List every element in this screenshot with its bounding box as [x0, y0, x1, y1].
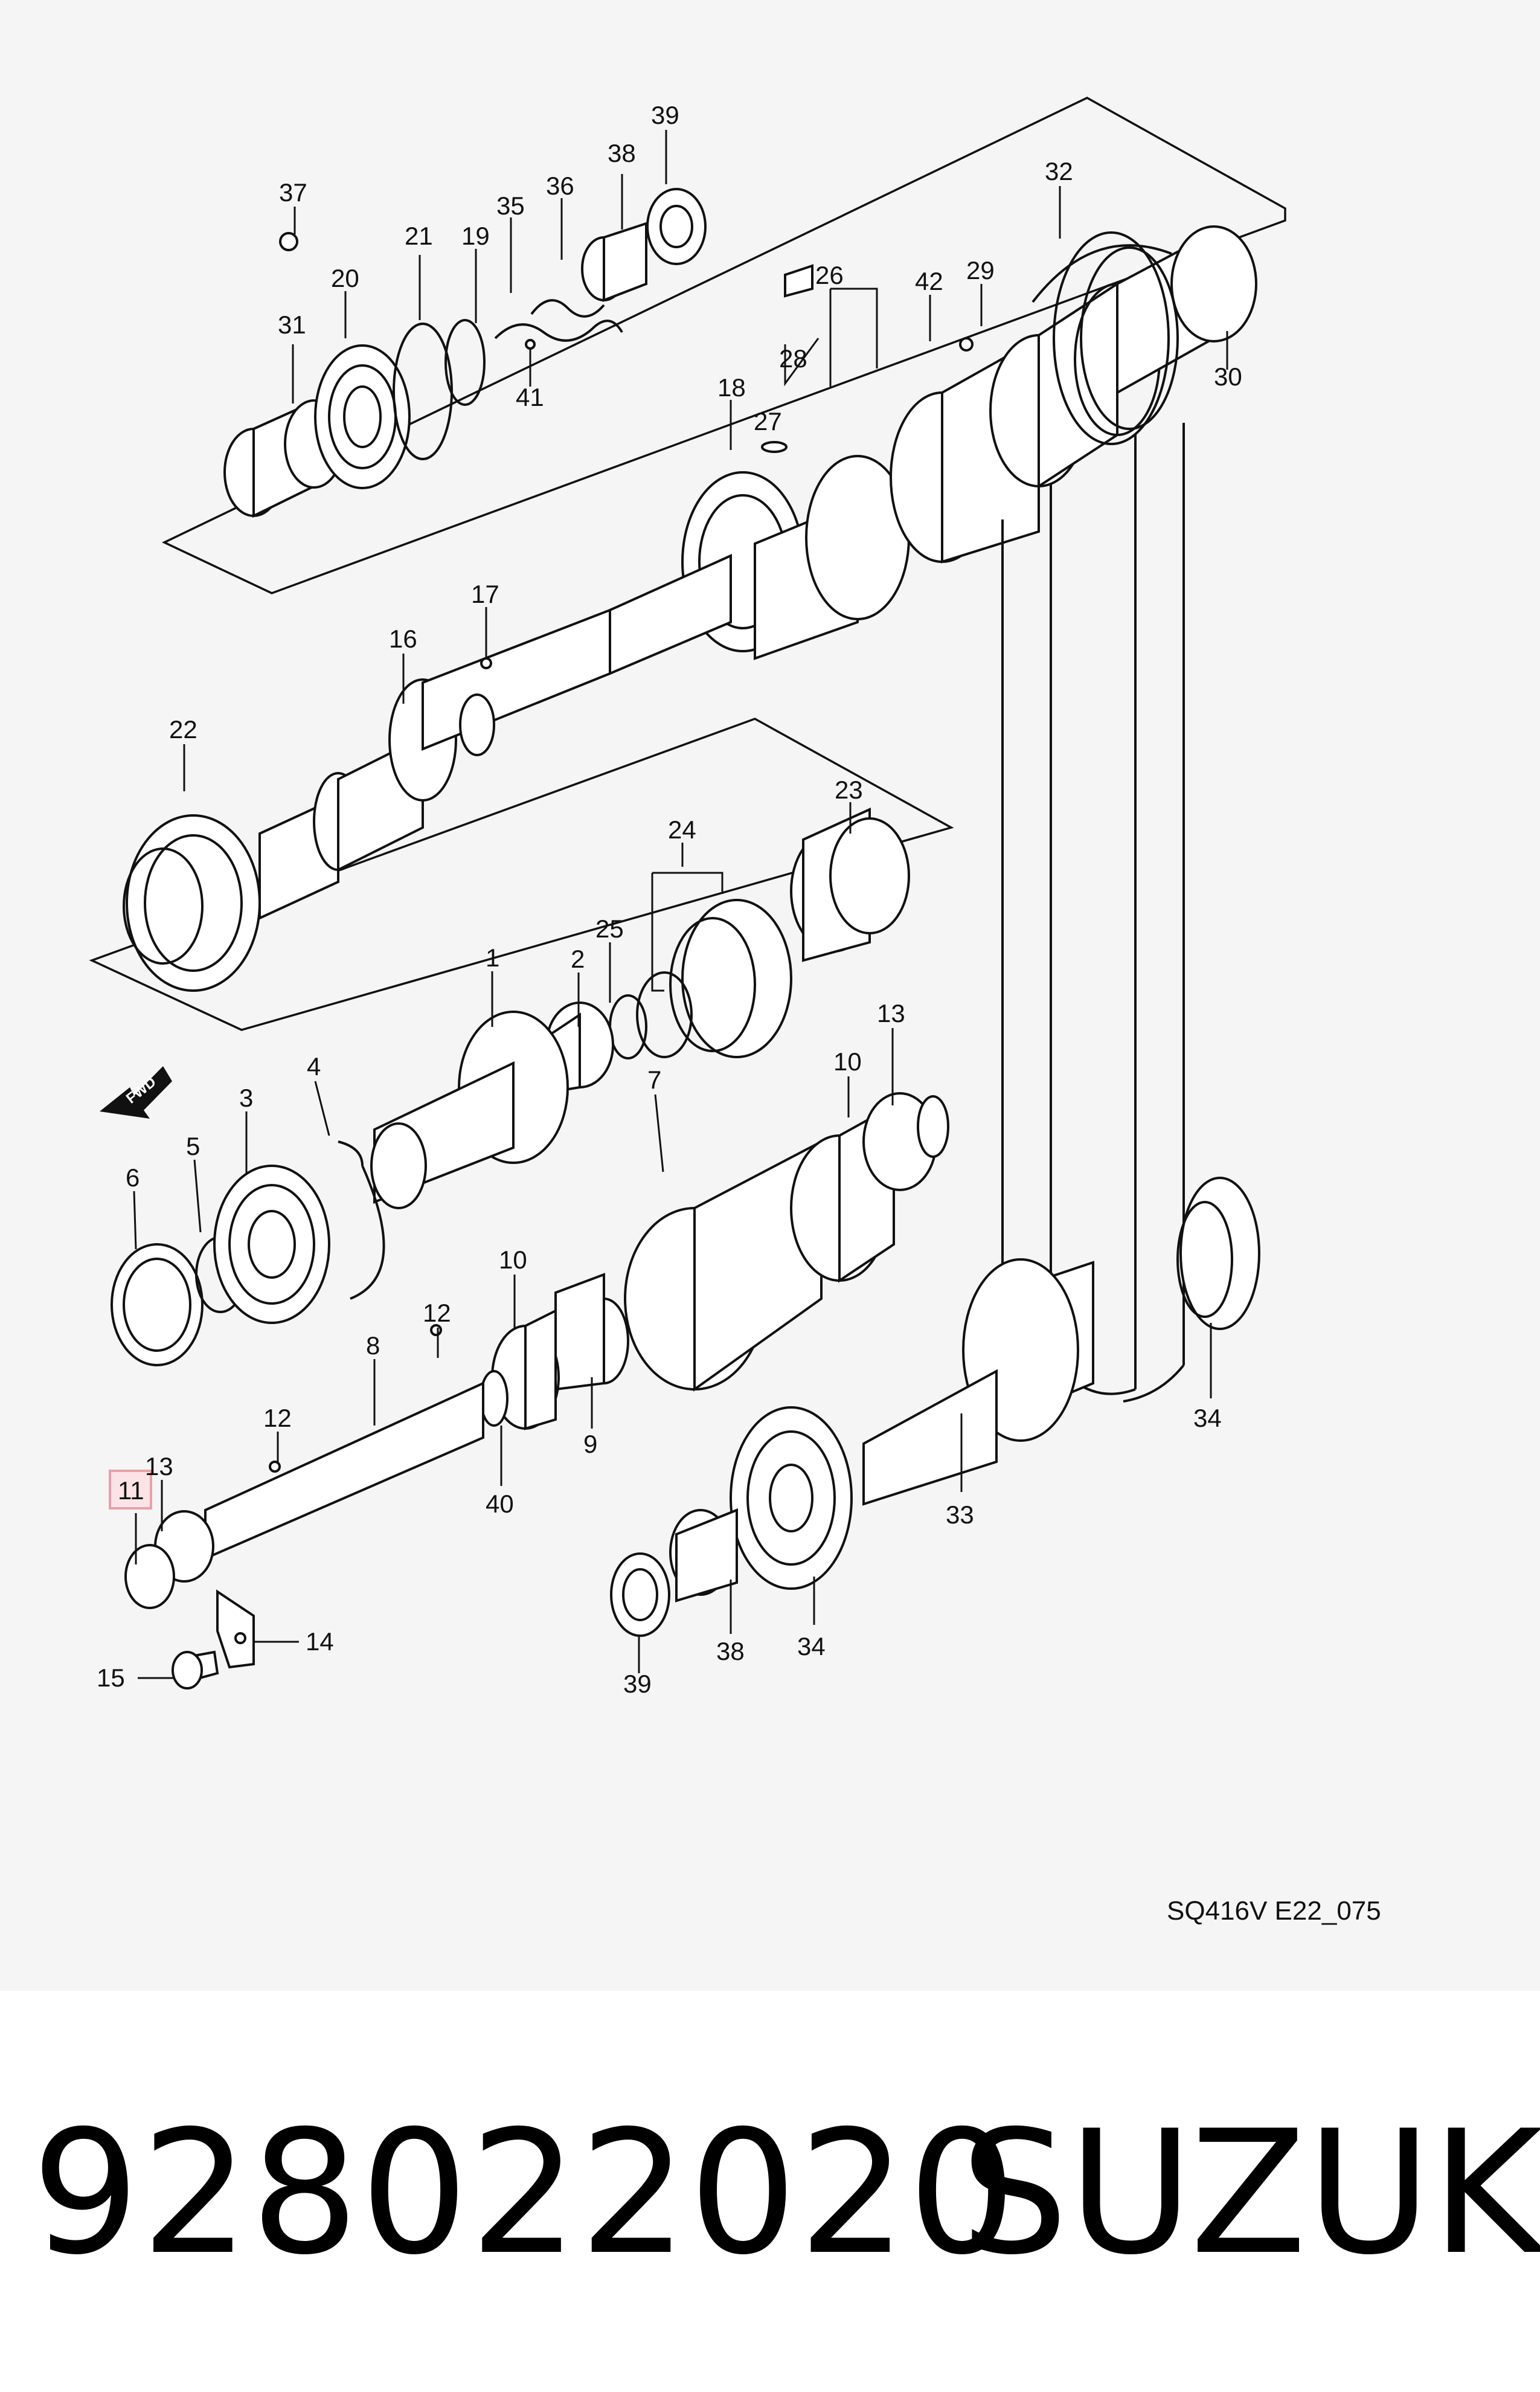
callout-38-lower: 38 [716, 1637, 745, 1665]
callout-9: 9 [583, 1430, 597, 1458]
callout-7: 7 [647, 1066, 661, 1094]
callout-36: 36 [546, 172, 574, 200]
callout-1: 1 [486, 944, 499, 972]
callout-24: 24 [668, 815, 696, 844]
drive-chain [1001, 423, 1185, 1403]
input-bearing-assembly [111, 1140, 385, 1366]
callout-27: 27 [754, 407, 782, 436]
callout-14: 14 [306, 1627, 334, 1656]
callout-10: 10 [833, 1047, 862, 1076]
callout-11: 11 [118, 1476, 144, 1505]
callout-17: 17 [471, 580, 499, 608]
callout-39: 39 [651, 101, 679, 129]
callout-29: 29 [966, 256, 995, 285]
highlight-box [109, 1470, 152, 1509]
callout-labels: 39 38 37 36 35 19 21 20 31 41 32 30 26 2… [97, 101, 1242, 1698]
drive-shaft-assembly [610, 1177, 1260, 1637]
callout-33: 33 [946, 1500, 974, 1529]
fwd-arrow-icon: FWD [100, 1066, 172, 1119]
callout-4: 4 [307, 1052, 321, 1081]
callout-23: 23 [835, 776, 863, 804]
callout-3: 3 [239, 1084, 253, 1112]
output-shaft-assembly [223, 188, 707, 518]
callout-5: 5 [186, 1132, 200, 1160]
callout-18: 18 [717, 373, 746, 402]
exploded-view-diagram: FWD [89, 97, 1381, 1926]
callout-12: 12 [423, 1299, 451, 1327]
leader-lines [133, 130, 1228, 1679]
callout-22: 22 [169, 715, 197, 744]
callout-20: 20 [331, 264, 359, 292]
callout-32: 32 [1045, 157, 1073, 185]
callout-39-lower: 39 [623, 1670, 652, 1698]
caption-area [0, 1991, 1540, 2392]
intermediate-shaft-assembly [123, 553, 732, 992]
callout-41: 41 [516, 383, 544, 411]
callout-10-lower: 10 [499, 1246, 527, 1274]
part-number: 928022020 [31, 2094, 1018, 2292]
callout-15: 15 [97, 1664, 125, 1692]
callout-30: 30 [1214, 362, 1242, 391]
callout-6: 6 [126, 1163, 140, 1192]
callout-42: 42 [915, 267, 943, 295]
callout-35: 35 [496, 191, 525, 220]
middle-group-outline [89, 718, 954, 1031]
callout-25: 25 [595, 915, 624, 943]
upper-group-outline [161, 97, 1286, 594]
callout-28: 28 [779, 344, 807, 373]
callout-16: 16 [389, 625, 417, 653]
parts-diagram-panel: FWD [89, 97, 1381, 1926]
callout-19: 19 [461, 222, 490, 250]
countershaft-assembly [124, 1092, 949, 1690]
callout-13: 13 [877, 999, 905, 1027]
callout-8: 8 [366, 1331, 380, 1360]
callout-12-lower: 12 [263, 1404, 292, 1432]
callout-26: 26 [815, 261, 844, 289]
callout-13-lower: 13 [145, 1452, 173, 1481]
callout-34-lower: 34 [797, 1632, 826, 1661]
diagram-reference-code: SQ416V E22_075 [1167, 1896, 1381, 1926]
main-shaft-assembly [681, 225, 1257, 660]
brand-name: SUZUKI [960, 2094, 1540, 2292]
callout-21: 21 [405, 222, 433, 250]
countershaft-gears [370, 807, 910, 1209]
callout-31: 31 [278, 310, 306, 339]
callout-38: 38 [608, 139, 636, 167]
callout-40: 40 [486, 1490, 514, 1518]
callout-34: 34 [1193, 1404, 1222, 1432]
callout-2: 2 [571, 945, 585, 973]
callout-37: 37 [279, 178, 307, 207]
